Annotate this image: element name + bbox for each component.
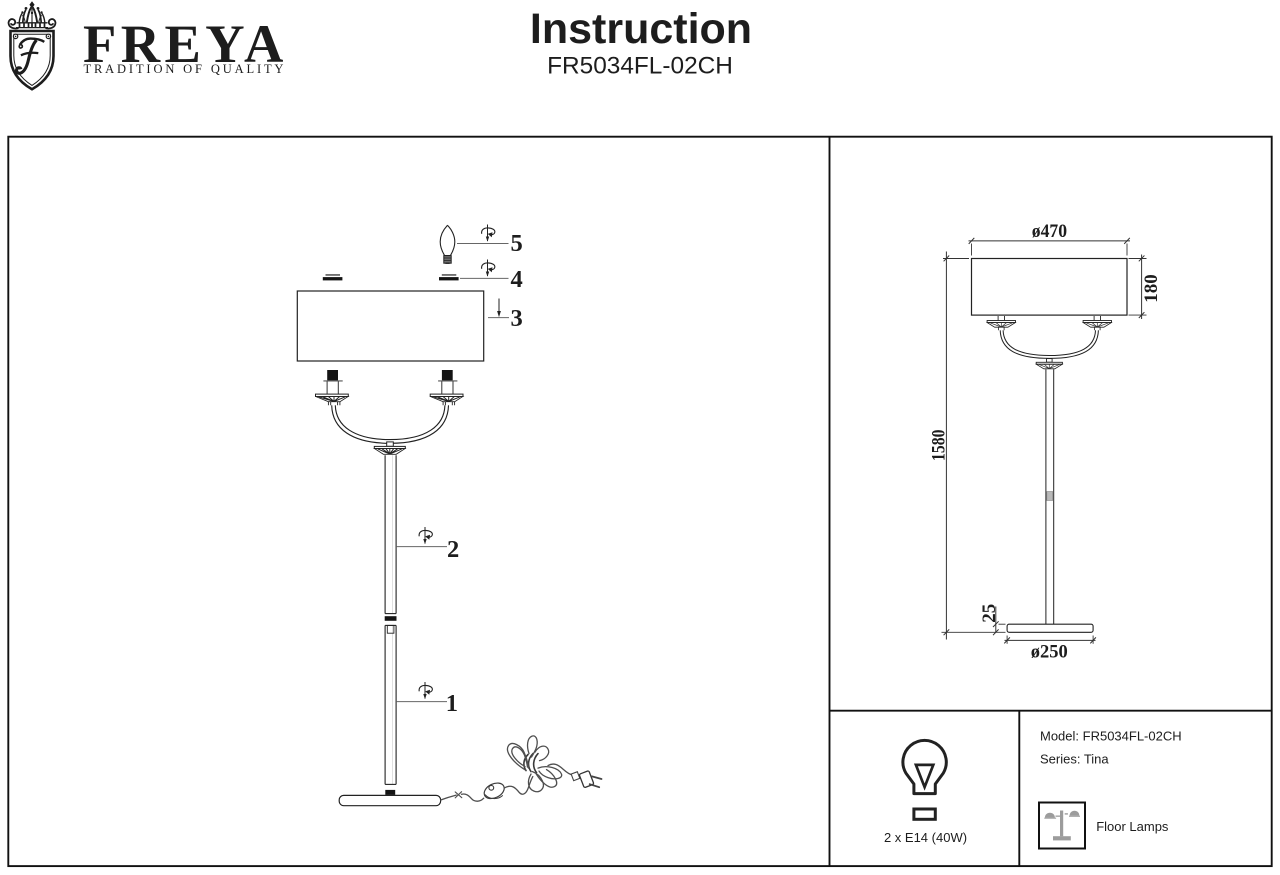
- svg-text:2: 2: [447, 536, 459, 563]
- svg-text:ø250: ø250: [1031, 643, 1068, 663]
- svg-text:5: 5: [511, 230, 523, 257]
- svg-text:1580: 1580: [929, 430, 949, 462]
- svg-text:1: 1: [446, 690, 458, 717]
- svg-text:ø470: ø470: [1032, 222, 1067, 242]
- svg-text:Model: FR5034FL-02CH: Model: FR5034FL-02CH: [1040, 729, 1182, 744]
- svg-text:2 x E14 (40W): 2 x E14 (40W): [884, 830, 967, 845]
- svg-text:Floor Lamps: Floor Lamps: [1096, 819, 1169, 834]
- svg-text:FREYA: FREYA: [83, 13, 288, 74]
- svg-text:4: 4: [511, 266, 523, 293]
- svg-text:FR5034FL-02CH: FR5034FL-02CH: [547, 53, 733, 80]
- svg-text:TRADITION OF QUALITY: TRADITION OF QUALITY: [84, 62, 287, 76]
- svg-text:3: 3: [511, 305, 523, 332]
- svg-text:Series: Tina: Series: Tina: [1040, 752, 1109, 767]
- svg-text:25: 25: [980, 604, 1000, 623]
- svg-text:180: 180: [1142, 274, 1162, 303]
- svg-text:Instruction: Instruction: [530, 5, 752, 53]
